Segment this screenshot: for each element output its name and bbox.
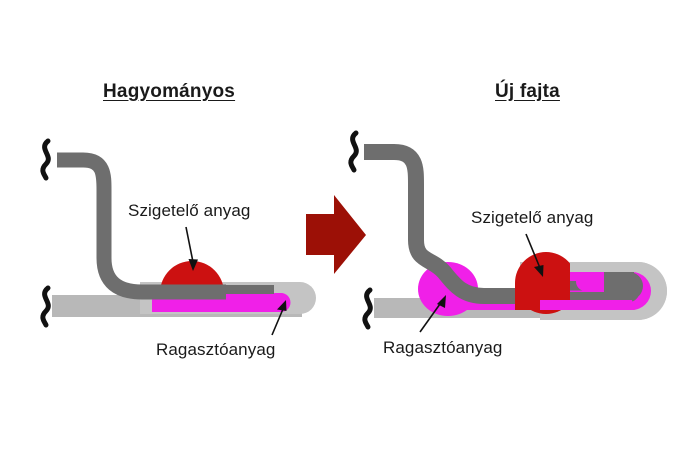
cut-break-squiggle-right-bottom: [362, 287, 373, 330]
adhesive-lower-turn-right: [620, 300, 633, 310]
cut-break-squiggle-left-top: [40, 138, 51, 181]
panel-new-type-graphics: [348, 130, 667, 333]
cut-break-squiggle-left-bottom: [40, 285, 51, 328]
label-insulation-traditional: Szigetelő anyag: [128, 201, 251, 220]
leader-insulation-right: [525, 233, 544, 277]
leader-adhesive-left: [271, 300, 287, 336]
adhesive-lower-run-right: [540, 300, 632, 310]
label-insulation-new-type: Szigetelő anyag: [471, 208, 594, 227]
adhesive-fold-tip-right: [576, 272, 610, 291]
core-inner-turn-right: [604, 272, 643, 300]
conductor-tape-right: [364, 144, 560, 304]
leader-insulation-left: [185, 226, 198, 271]
core-bar-left: [150, 285, 274, 294]
panel-traditional-graphics: [40, 138, 316, 336]
cut-break-squiggle-right-top: [348, 130, 359, 173]
panel-title-traditional: Hagyományos: [103, 81, 236, 102]
conductor-tape-left: [57, 152, 226, 300]
panel-title-new-type: Új fajta: [495, 81, 560, 102]
label-adhesive-traditional: Ragasztóanyag: [156, 340, 276, 359]
transition-arrow-icon: [306, 195, 366, 274]
adhesive-bead-right: [418, 262, 478, 316]
label-adhesive-new-type: Ragasztóanyag: [383, 338, 503, 357]
leader-adhesive-right: [419, 295, 446, 333]
